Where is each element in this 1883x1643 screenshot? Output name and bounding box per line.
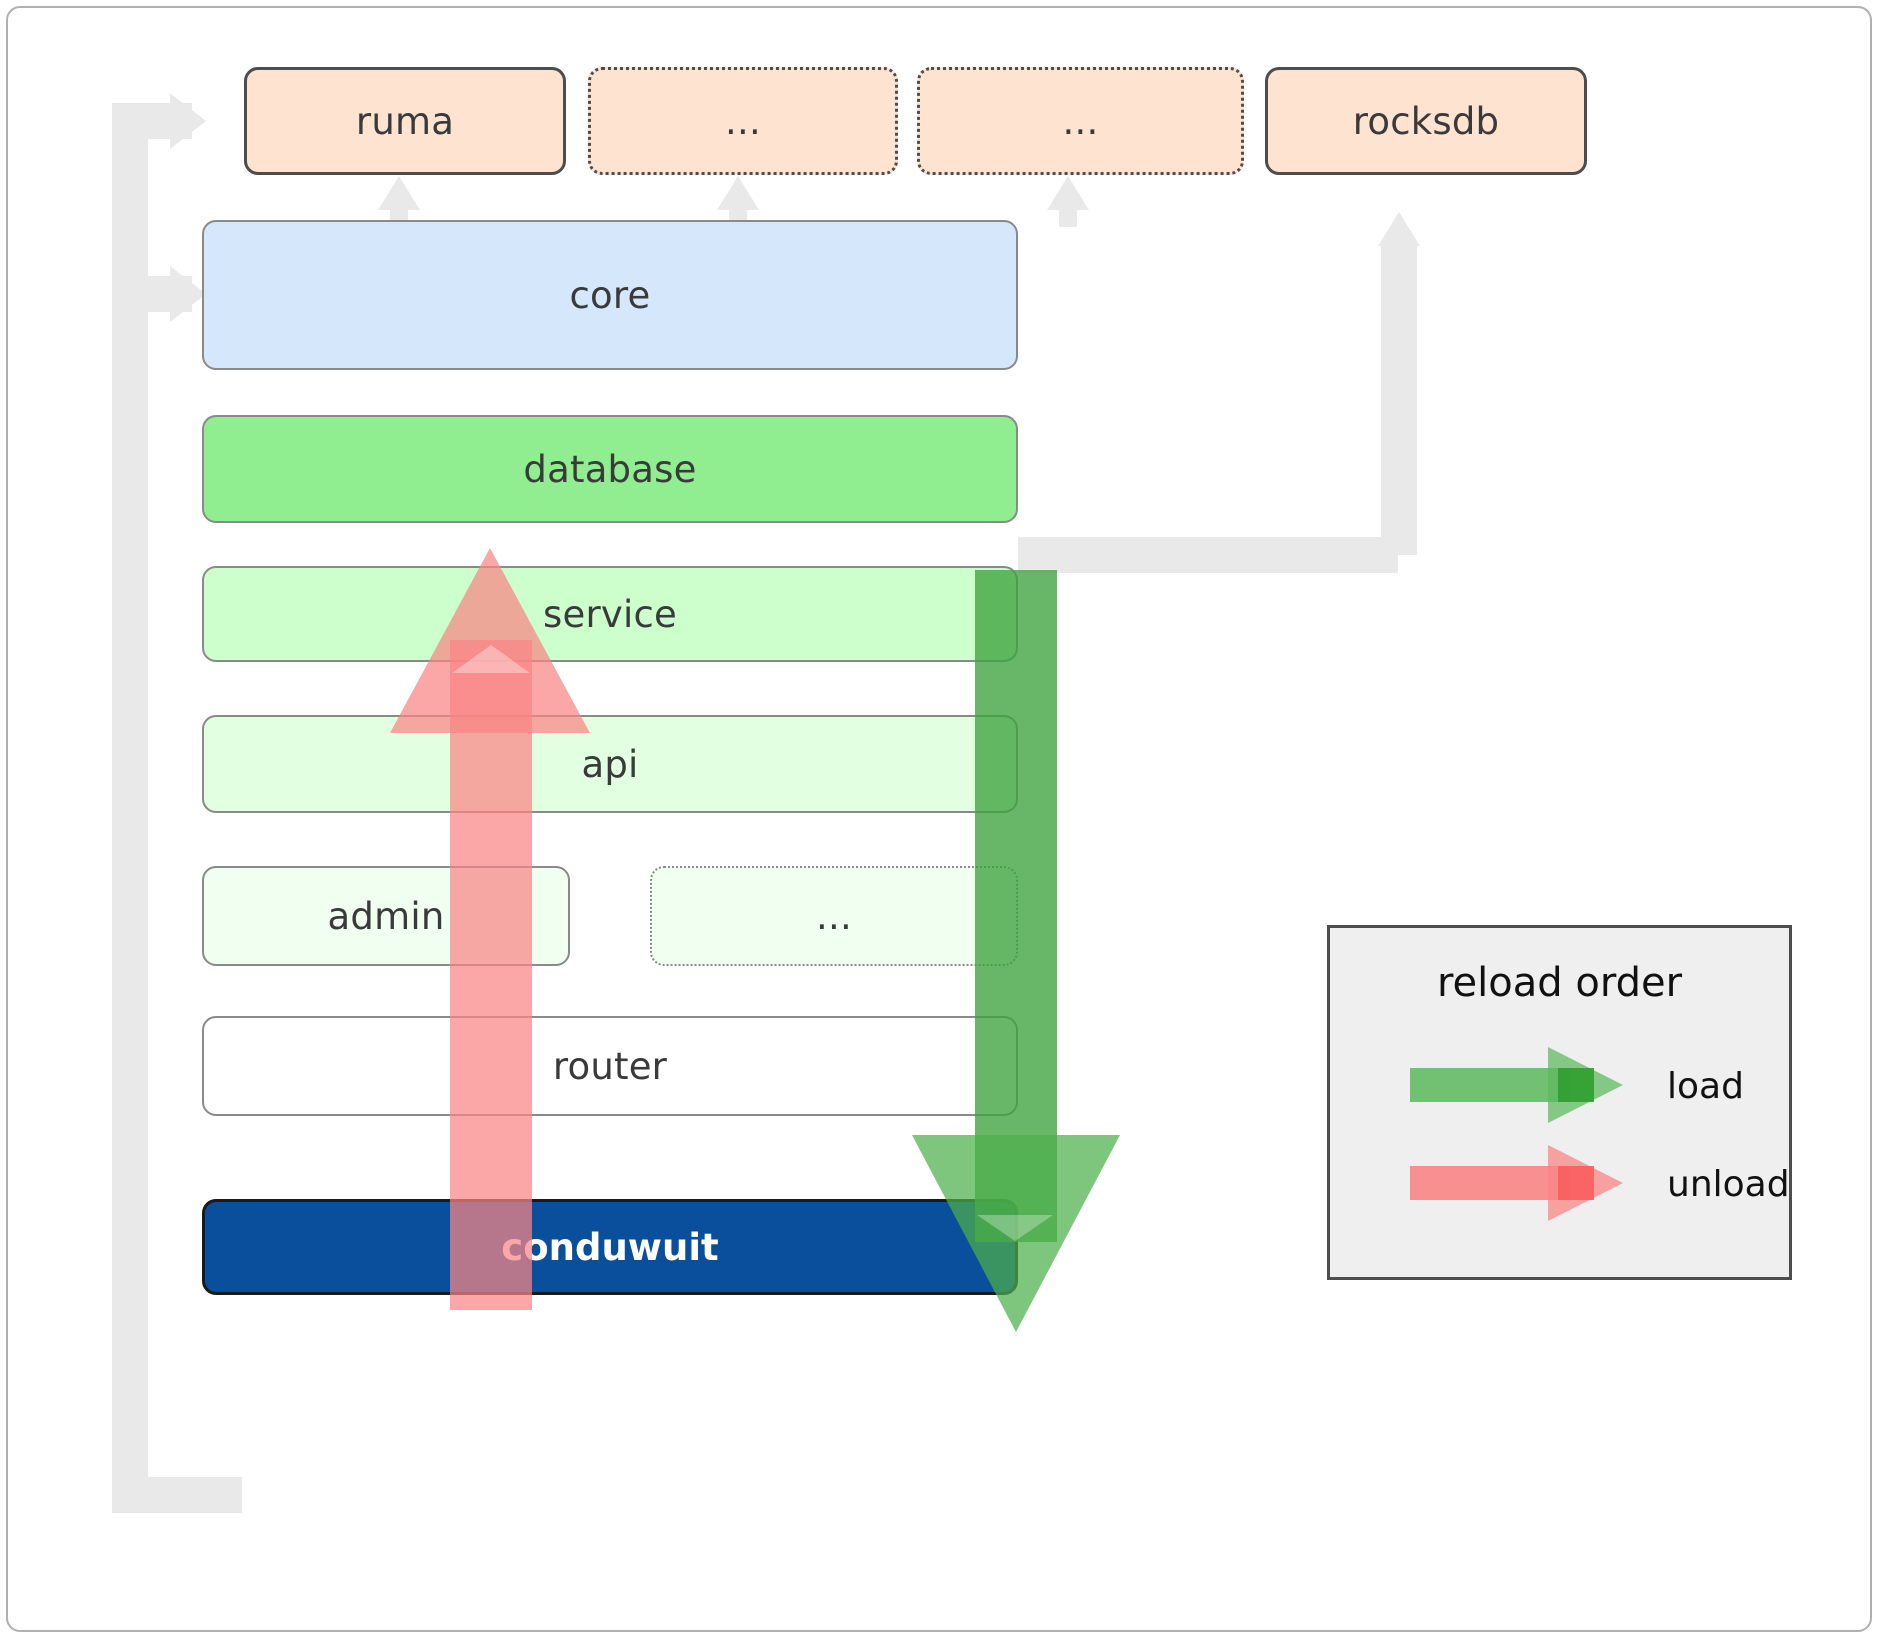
unload-arrow-head xyxy=(390,548,590,733)
load-arrow-head xyxy=(912,1135,1120,1332)
crate-label-ellipsis-2: ... xyxy=(1062,99,1099,143)
layer-box-ellipsis[interactable]: ... xyxy=(650,866,1018,966)
unload-arrow-shaft xyxy=(450,640,532,1310)
layer-box-core[interactable]: core xyxy=(202,220,1018,370)
crate-box-rocksdb[interactable]: rocksdb xyxy=(1265,67,1587,175)
connector-spine-vertical xyxy=(112,131,148,1513)
legend-load-notch xyxy=(1558,1068,1594,1102)
crate-box-ellipsis-2[interactable]: ... xyxy=(917,67,1244,175)
connector-db-to-rocksdb-horizontal xyxy=(1018,537,1398,573)
connector-db-to-rocksdb-arrowhead xyxy=(1378,212,1420,246)
connector-spine-bottom xyxy=(112,1477,242,1513)
connector-db-to-rocksdb-vertical xyxy=(1381,243,1417,555)
layer-box-api[interactable]: api xyxy=(202,715,1018,813)
crate-label-ellipsis-1: ... xyxy=(725,99,761,143)
legend-panel: reload order load unload xyxy=(1327,925,1792,1280)
layer-label-database: database xyxy=(523,447,697,491)
connector-to-core-arrowhead xyxy=(170,266,206,322)
connector-core-to-dots2-arrowhead xyxy=(1047,176,1089,210)
legend-load-label: load xyxy=(1667,1066,1744,1107)
layer-label-router: router xyxy=(552,1044,668,1088)
legend-unload-shaft xyxy=(1410,1166,1570,1200)
crate-box-ellipsis-1[interactable]: ... xyxy=(588,67,898,175)
connector-to-ruma-arrowhead xyxy=(170,93,206,149)
layer-label-core: core xyxy=(569,273,651,317)
legend-unload-label: unload xyxy=(1667,1164,1790,1205)
crate-box-ruma[interactable]: ruma xyxy=(244,67,566,175)
load-arrow-head-notch xyxy=(977,1215,1053,1241)
connector-core-to-dots1-arrowhead xyxy=(717,176,759,210)
legend-unload-notch xyxy=(1558,1166,1594,1200)
legend-title: reload order xyxy=(1436,960,1683,1006)
crate-label-rocksdb: rocksdb xyxy=(1352,99,1500,143)
load-arrow-shaft xyxy=(975,570,1057,1242)
crate-label-ruma: ruma xyxy=(355,99,455,143)
root-box-conduwuit[interactable]: conduwuit xyxy=(202,1199,1018,1295)
connector-core-to-ruma-arrowhead xyxy=(378,176,420,210)
layer-label-ellipsis: ... xyxy=(816,894,852,938)
layer-box-router[interactable]: router xyxy=(202,1016,1018,1116)
layer-label-admin: admin xyxy=(327,894,445,938)
layer-box-database[interactable]: database xyxy=(202,415,1018,523)
legend-load-shaft xyxy=(1410,1068,1570,1102)
layer-box-service[interactable]: service xyxy=(202,566,1018,662)
root-label-conduwuit: conduwuit xyxy=(501,1225,719,1269)
unload-arrow-head-notch xyxy=(452,645,530,673)
layer-label-api: api xyxy=(581,742,639,786)
